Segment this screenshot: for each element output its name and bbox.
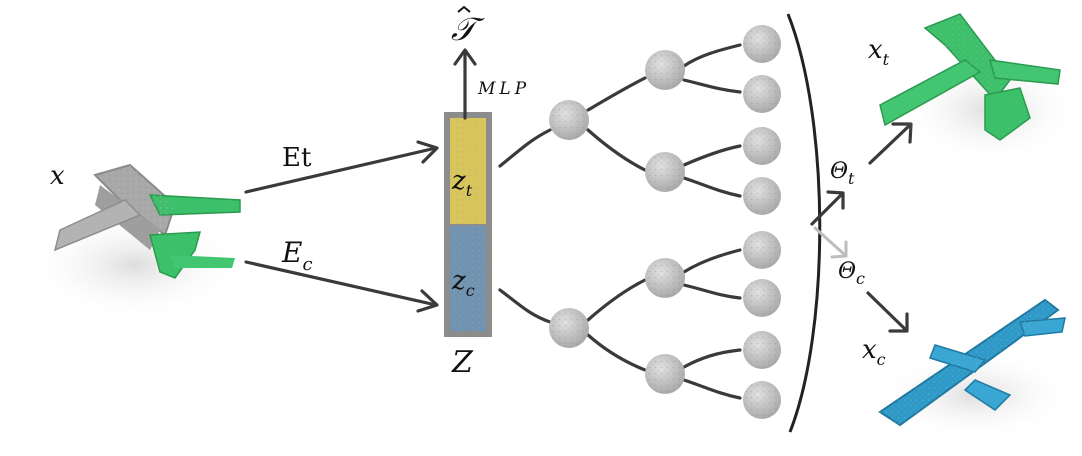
encoder-c-arrow xyxy=(244,260,439,313)
mlp-label: MLP xyxy=(477,79,530,99)
input-airplane-icon xyxy=(25,163,245,320)
tree-edges xyxy=(498,43,742,400)
latent-label: Z xyxy=(451,345,474,380)
output-t-label: xt xyxy=(868,35,890,69)
latent-bar xyxy=(444,112,492,337)
theta-t-label: Θt xyxy=(830,159,855,188)
z-c-label: zc xyxy=(451,266,475,300)
encoder-t-arrow xyxy=(244,140,439,194)
output-t-airplane-icon xyxy=(879,13,1080,165)
theta-c-label: Θc xyxy=(838,259,865,288)
output-c-label: xc xyxy=(862,335,886,369)
t-hat-label: 𝒯 xyxy=(451,10,485,48)
node-texture xyxy=(549,25,781,419)
theta-t-arrow xyxy=(810,122,913,226)
input-label: x xyxy=(50,161,65,191)
z-t-label: zt xyxy=(451,166,473,200)
encoder-c-label: Ec xyxy=(281,236,313,275)
encoder-t-label: Et xyxy=(282,143,312,173)
bracket xyxy=(786,13,822,433)
theta-c-arrow xyxy=(813,226,909,333)
output-c-airplane-icon xyxy=(875,298,1075,440)
mlp-arrow xyxy=(453,48,477,120)
t-hat-accent xyxy=(457,5,471,13)
